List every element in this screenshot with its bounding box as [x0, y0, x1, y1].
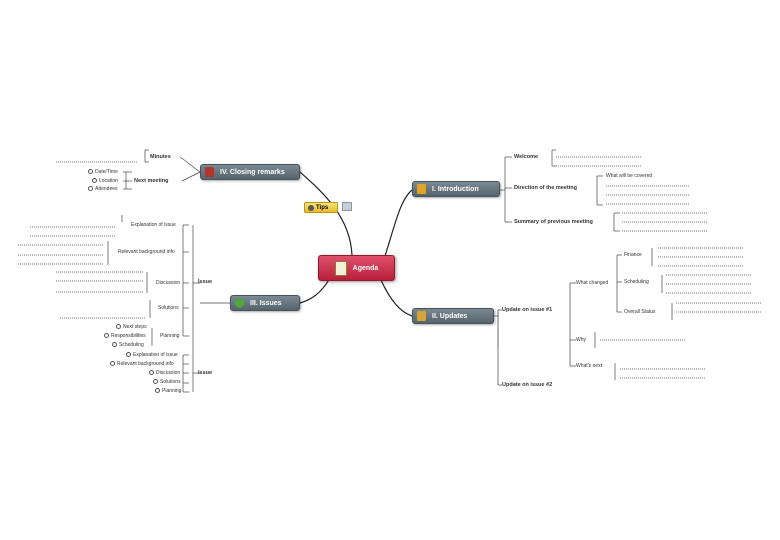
update-whats-next[interactable]: What's next: [576, 363, 602, 369]
issues-icon: [235, 298, 244, 308]
issue2-explanation[interactable]: Explanation of issue: [126, 352, 178, 358]
issue2-planning[interactable]: Planning: [155, 388, 181, 394]
intro-summary[interactable]: Summary of previous meeting: [514, 219, 593, 225]
closing-minutes[interactable]: Minutes: [150, 154, 171, 160]
label: Scheduling: [119, 342, 144, 348]
issue-discussion[interactable]: Discussion: [156, 280, 181, 286]
clock-icon: [88, 169, 93, 175]
label: Date/Time: [95, 169, 118, 175]
topic-label: III. Issues: [250, 299, 282, 307]
book-icon: [110, 361, 115, 367]
intro-direction[interactable]: Direction of the meeting: [514, 185, 577, 191]
checklist-icon: [334, 260, 347, 276]
label: Solutions: [160, 379, 181, 385]
label: Relevant background info: [117, 361, 174, 367]
tips-label: Tips: [316, 204, 329, 211]
update-issue-2[interactable]: Update on issue #2: [502, 382, 553, 388]
update-overall-status[interactable]: Overall Status: [624, 309, 656, 315]
topic-label: I. Introduction: [432, 185, 479, 193]
intro-welcome[interactable]: Welcome: [514, 154, 539, 160]
topic-updates[interactable]: II. Updates: [412, 308, 494, 324]
info-icon: [126, 352, 131, 358]
label: Responsibilities: [111, 333, 146, 339]
update-what-changed[interactable]: What changed: [576, 280, 609, 286]
people-icon: [88, 186, 93, 192]
topic-label: II. Updates: [432, 312, 468, 320]
door-icon: [417, 184, 426, 194]
topic-closing-remarks[interactable]: IV. Closing remarks: [200, 164, 300, 180]
label: Explanation of issue: [133, 352, 178, 358]
topic-label: IV. Closing remarks: [220, 168, 285, 176]
location-icon: [92, 178, 97, 184]
issue2-solutions[interactable]: Solutions: [153, 379, 181, 385]
update-issue-1[interactable]: Update on issue #1: [502, 307, 553, 313]
tips-callout[interactable]: Tips: [304, 202, 338, 213]
issue-background[interactable]: Relevant background info: [118, 249, 175, 255]
update-why[interactable]: Why: [576, 337, 586, 343]
central-topic[interactable]: Agenda: [318, 255, 395, 281]
note-icon: [342, 202, 352, 211]
planning-scheduling[interactable]: Scheduling: [112, 342, 144, 348]
calendar-icon: [112, 342, 117, 348]
topic-issues[interactable]: III. Issues: [230, 295, 300, 311]
topic-introduction[interactable]: I. Introduction: [412, 181, 500, 197]
plan-icon: [155, 388, 160, 394]
closing-date-time[interactable]: Date/Time: [88, 169, 118, 175]
closing-icon: [205, 167, 214, 177]
issue-1[interactable]: Issue: [198, 279, 213, 285]
planning-responsibilities[interactable]: Responsibilities: [104, 333, 146, 339]
arrow-icon: [116, 324, 121, 330]
issue2-background[interactable]: Relevant background info: [110, 361, 174, 367]
issue-planning[interactable]: Planning: [160, 333, 180, 339]
label: Next steps: [123, 324, 147, 330]
intro-what-covered[interactable]: What will be covered: [606, 173, 653, 179]
person-icon: [104, 333, 109, 339]
info-icon: [308, 204, 314, 211]
label: Planning: [162, 388, 182, 394]
issue-explanation[interactable]: Explanation of issue: [131, 222, 176, 228]
lightbulb-icon: [153, 379, 158, 385]
closing-location[interactable]: Location: [92, 178, 118, 184]
issue-solutions[interactable]: Solutions: [158, 305, 179, 311]
update-finance[interactable]: Finance: [624, 252, 642, 258]
update-scheduling[interactable]: Scheduling: [624, 279, 649, 285]
chat-icon: [149, 370, 154, 376]
label: Location: [99, 178, 118, 184]
issue2-discussion[interactable]: Discussion: [149, 370, 180, 376]
updates-icon: [417, 311, 426, 321]
closing-next-meeting[interactable]: Next meeting: [134, 178, 169, 184]
label: Discussion: [156, 370, 181, 376]
central-label: Agenda: [352, 264, 379, 272]
label: Attendees: [95, 186, 118, 192]
issue-2[interactable]: Issue: [198, 370, 213, 376]
closing-attendees[interactable]: Attendees: [88, 186, 118, 192]
planning-next-steps[interactable]: Next steps: [116, 324, 147, 330]
